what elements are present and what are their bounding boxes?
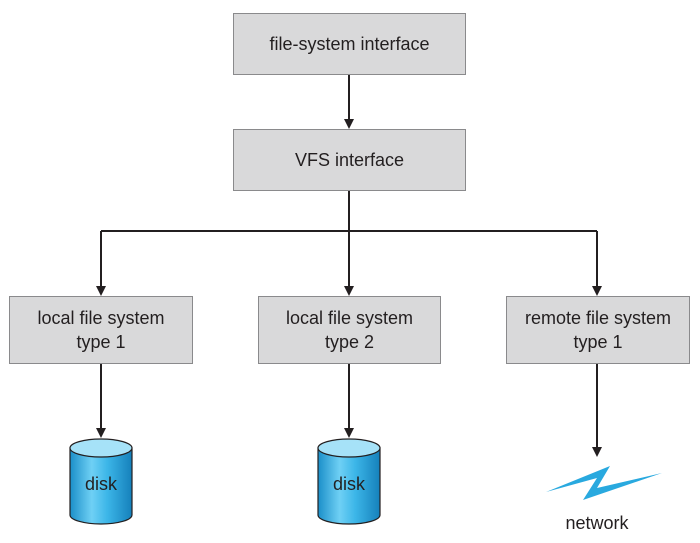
vfs-interface-label: VFS interface: [294, 150, 405, 170]
local-file-system-type-1-box: local file system type 1: [9, 296, 193, 364]
disk-2-icon: [317, 438, 381, 525]
disk-2-label: disk: [332, 474, 365, 494]
local-file-system-type-1-label: local file system type 1: [37, 308, 165, 352]
disk-1-icon: [69, 438, 133, 525]
remote-file-system-type-1-label: remote file system type 1: [524, 308, 672, 352]
file-system-interface-label: file-system interface: [269, 34, 430, 54]
vfs-interface-box: VFS interface: [233, 129, 466, 191]
local-file-system-type-2-label: local file system type 2: [285, 308, 414, 352]
remote-file-system-type-1-box: remote file system type 1: [506, 296, 690, 364]
network-bolt-icon: [546, 466, 662, 500]
local-file-system-type-2-box: local file system type 2: [258, 296, 441, 364]
network-label: network: [565, 513, 629, 533]
file-system-interface-box: file-system interface: [233, 13, 466, 75]
disk-1-label: disk: [84, 474, 117, 494]
